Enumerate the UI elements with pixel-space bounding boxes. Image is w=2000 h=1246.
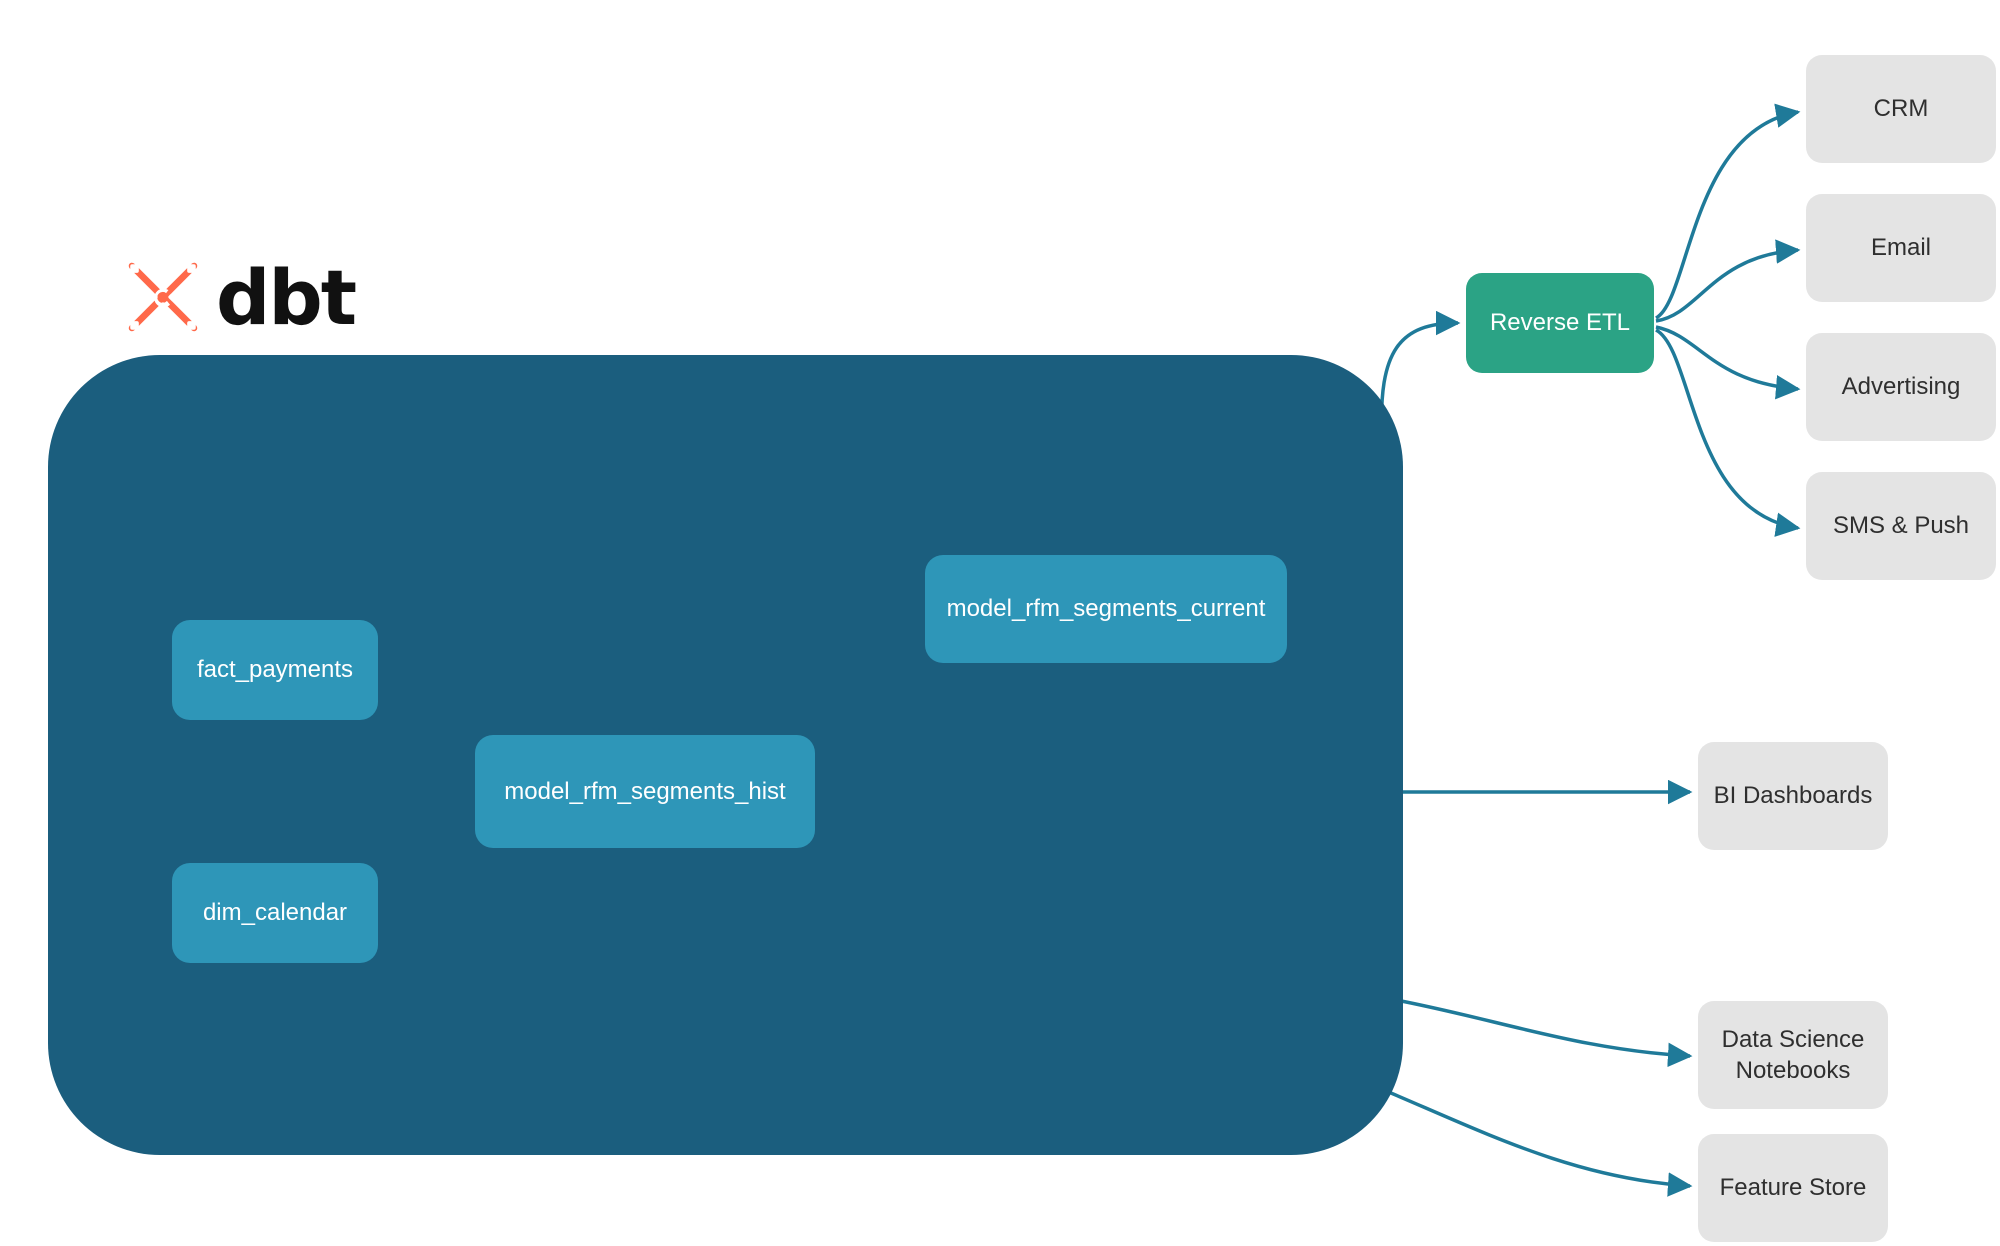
model-node-fact-payments[interactable]: fact_payments bbox=[172, 620, 378, 720]
destination-node-email[interactable]: Email bbox=[1806, 194, 1996, 302]
notebooks-label-line2: Notebooks bbox=[1735, 1057, 1851, 1084]
reverse-etl-node[interactable]: Reverse ETL bbox=[1466, 273, 1654, 373]
destination-node-bi-dashboards[interactable]: BI Dashboards bbox=[1698, 742, 1888, 850]
model-node-dim-calendar[interactable]: dim_calendar bbox=[172, 863, 378, 963]
destination-node-feature-store[interactable]: Feature Store bbox=[1698, 1134, 1888, 1242]
destination-node-data-science-notebooks[interactable]: Data Science Notebooks bbox=[1698, 1001, 1888, 1109]
notebooks-label-line1: Data Science bbox=[1721, 1025, 1865, 1053]
edge-reverse-etl-to-sms-push bbox=[1655, 328, 1801, 537]
destination-node-crm[interactable]: CRM bbox=[1806, 55, 1996, 163]
model-node-rfm-segments-hist[interactable]: model_rfm_segments_hist bbox=[475, 735, 815, 848]
dbt-logo: dbt bbox=[124, 253, 357, 342]
edge-reverse-etl-to-crm bbox=[1654, 103, 1801, 320]
edge-container-to-feature-store bbox=[1371, 1083, 1693, 1197]
dbt-mark-icon bbox=[128, 262, 198, 332]
dbt-wordmark: dbt bbox=[216, 253, 357, 342]
edge-container-to-data-science-notebooks bbox=[1395, 998, 1693, 1068]
edge-reverse-etl-to-advertising bbox=[1655, 325, 1801, 400]
destination-node-sms-push[interactable]: SMS & Push bbox=[1806, 472, 1996, 580]
model-node-rfm-segments-current[interactable]: model_rfm_segments_current bbox=[925, 555, 1287, 663]
edge-reverse-etl-to-email bbox=[1655, 239, 1801, 323]
destination-node-advertising[interactable]: Advertising bbox=[1806, 333, 1996, 441]
